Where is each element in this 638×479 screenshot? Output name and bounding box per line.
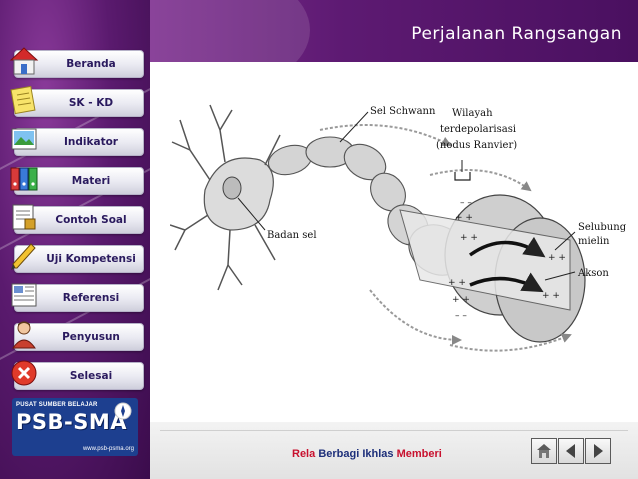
nav-item-label: SK - KD xyxy=(68,97,114,109)
label-wilayah-1: Wilayah xyxy=(452,108,493,119)
next-icon xyxy=(594,444,603,458)
tagline: Rela Berbagi Ikhlas Memberi xyxy=(292,448,442,460)
current-arrow xyxy=(468,236,546,258)
nav-item-uji-kompetensi[interactable]: Uji Kompetensi xyxy=(11,243,144,273)
label-akson: Akson xyxy=(577,268,609,279)
header xyxy=(150,0,638,62)
prev-icon xyxy=(566,444,575,458)
footer-divider xyxy=(160,430,628,431)
tagline-rela: Rela xyxy=(292,448,316,460)
newspaper-icon xyxy=(11,283,37,307)
nav-item-sk-kd[interactable]: SK - KD xyxy=(10,85,144,117)
home-icon xyxy=(9,47,39,75)
next-button[interactable] xyxy=(585,438,611,464)
close-icon xyxy=(11,360,37,386)
svg-text:+ +: + + xyxy=(542,291,560,301)
document-icon xyxy=(12,204,36,230)
nav-item-label: Materi xyxy=(71,175,111,187)
binders-icon xyxy=(10,167,38,191)
node-bracket xyxy=(454,172,471,181)
emblem-icon xyxy=(114,402,132,420)
nav-item-label: Selesai xyxy=(69,370,113,382)
svg-text:+ +: + + xyxy=(455,213,473,223)
page-title: Perjalanan Rangsangan xyxy=(411,24,622,44)
nav-item-contoh-soal[interactable]: Contoh Soal xyxy=(12,204,144,234)
footer: Rela Berbagi Ikhlas Memberi xyxy=(150,422,638,479)
image-icon xyxy=(11,128,37,150)
header-glow xyxy=(150,0,310,62)
myelin-sheath xyxy=(399,194,586,343)
home-icon xyxy=(537,444,551,458)
svg-text:+ +: + + xyxy=(548,253,566,263)
psb-sma-logo: PUSAT SUMBER BELAJAR PSB-SMA www.psb-psm… xyxy=(12,398,138,456)
label-wilayah-2: terdepolarisasi xyxy=(440,124,516,135)
nav-item-beranda[interactable]: Beranda xyxy=(9,47,144,78)
nav-item-label: Penyusun xyxy=(62,331,120,343)
nav-item-label: Uji Kompetensi xyxy=(46,253,136,265)
nav-item-label: Contoh Soal xyxy=(55,214,127,226)
label-schwann: Sel Schwann xyxy=(370,106,436,117)
svg-text:+ +: + + xyxy=(452,295,470,305)
pencil-icon xyxy=(11,243,36,270)
prev-button[interactable] xyxy=(558,438,584,464)
nav-item-referensi[interactable]: Referensi xyxy=(11,283,144,312)
label-pointers xyxy=(237,111,576,281)
tagline-ikhlas: Ikhlas xyxy=(362,448,394,460)
nav-item-materi[interactable]: Materi xyxy=(10,167,144,195)
nav-item-penyusun[interactable]: Penyusun xyxy=(12,321,144,351)
tagline-memberi: Memberi xyxy=(396,448,442,460)
home-button[interactable] xyxy=(531,438,557,464)
dendrites xyxy=(170,104,281,291)
svg-text:+ +: + + xyxy=(448,278,466,288)
label-wilayah-3: (nodus Ranvier) xyxy=(436,140,517,151)
label-selubung-2: mielin xyxy=(578,236,610,247)
svg-text:– –: – – xyxy=(460,198,472,208)
nav-item-label: Indikator xyxy=(64,136,118,148)
current-arrow xyxy=(469,272,544,293)
nav-item-label: Referensi xyxy=(62,292,120,304)
logo-top-text: PUSAT SUMBER BELAJAR xyxy=(16,402,98,408)
logo-name: PSB-SMA xyxy=(16,410,128,434)
cell-body xyxy=(203,157,274,231)
logo-url: www.psb-psma.org xyxy=(82,446,134,452)
svg-text:– –: – – xyxy=(455,311,467,321)
external-current-arrows xyxy=(319,124,572,352)
nav-item-indikator[interactable]: Indikator xyxy=(11,128,144,156)
nav-item-selesai[interactable]: Selesai xyxy=(11,360,144,390)
label-selubung-1: Selubung xyxy=(578,222,627,233)
svg-text:+ +: + + xyxy=(460,233,478,243)
person-icon xyxy=(12,321,36,349)
neuron-diagram: + ++ + + ++ + + ++ + – –– – Sel Schwann … xyxy=(170,104,627,352)
tagline-berbagi: Berbagi xyxy=(318,448,360,460)
nav-item-label: Beranda xyxy=(66,58,116,70)
notes-icon xyxy=(10,85,36,115)
charges: + + + + + + + + + + + + – – – – xyxy=(448,198,566,321)
label-badan-sel: Badan sel xyxy=(267,230,317,241)
